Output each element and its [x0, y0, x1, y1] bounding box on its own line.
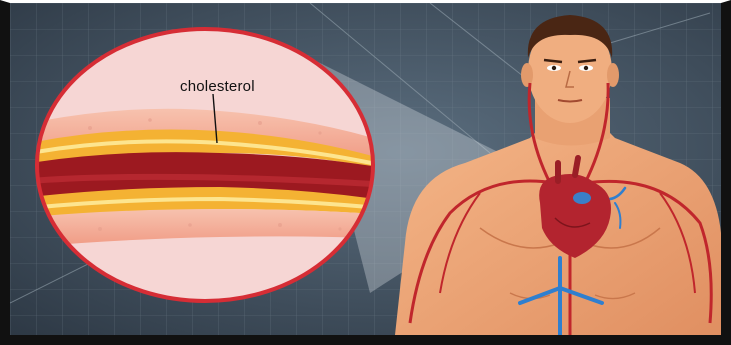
cholesterol-label: cholesterol	[180, 78, 255, 95]
cardiovascular-illustration	[10, 3, 721, 335]
